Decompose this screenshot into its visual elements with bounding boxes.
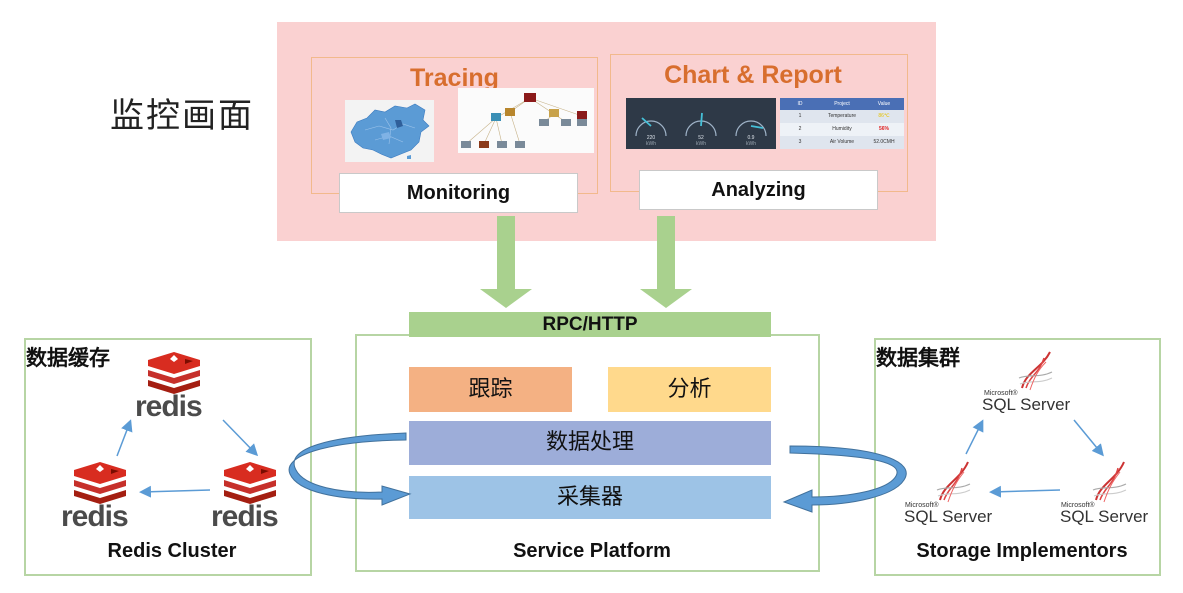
sql-vendor-label: Microsoft®: [1061, 502, 1095, 509]
tracing-heading: Tracing: [410, 64, 499, 92]
table-cell: 86℃: [878, 113, 890, 119]
sql-server-icon: [1018, 351, 1053, 391]
redis-icon: [224, 462, 276, 504]
redis-ring-arrows: [116, 419, 259, 498]
sql-product-label: SQL Server: [1060, 507, 1149, 526]
gauges-thumbnail: 220 kWh 52 kWh 0.9 kWh: [626, 98, 776, 149]
table-cell: 52.0CMH: [873, 139, 895, 145]
gauge-1-unit: kWh: [646, 141, 656, 147]
gauge-1-value: 220: [647, 135, 656, 141]
sql-server-node-left: Microsoft® SQL Server: [904, 456, 1004, 528]
table-cell: Temperature: [827, 113, 857, 119]
sql-server-icon: [1092, 461, 1127, 503]
collector-bar: 采集器: [409, 476, 771, 519]
gauge-3-unit: kWh: [746, 141, 756, 147]
table-cell: Air Volume: [829, 139, 855, 145]
redis-icon: [148, 352, 200, 394]
gauge-2-value: 52: [698, 135, 704, 141]
table-cell: 56%: [878, 126, 889, 132]
redis-node-top: redis: [132, 352, 222, 423]
chart-report-heading: Chart & Report: [664, 61, 842, 89]
redis-cluster-caption: Redis Cluster: [107, 540, 237, 562]
analyzing-button[interactable]: Analyzing: [639, 170, 878, 210]
cache-exchange-arrow: [288, 432, 412, 506]
storage-panel: [874, 338, 1161, 576]
report-table: ID Project Value 1 Temperature 86℃ 2 Hum…: [780, 98, 904, 149]
sql-product-label: SQL Server: [982, 395, 1071, 414]
sql-vendor-label: Microsoft®: [984, 390, 1018, 397]
sql-server-node-top: Microsoft® SQL Server: [982, 348, 1082, 414]
gauge-3-value: 0.9: [748, 135, 755, 141]
header-project: Project: [834, 101, 850, 107]
redis-node-right: redis: [210, 462, 300, 533]
table-cell: 3: [798, 139, 802, 145]
sql-server-icon: [936, 461, 971, 503]
table-cell: 1: [798, 113, 802, 119]
redis-icon: [74, 462, 126, 504]
header-id: ID: [797, 101, 803, 107]
table-row: 2 Humidity 56%: [780, 123, 904, 136]
topology-thumbnail: [458, 88, 594, 153]
header-value: Value: [877, 101, 891, 107]
redis-node-label: redis: [211, 500, 279, 533]
sql-product-label: SQL Server: [904, 507, 993, 526]
gauge-2-unit: kWh: [696, 141, 706, 147]
monitoring-button[interactable]: Monitoring: [339, 173, 578, 213]
down-arrows: [480, 216, 692, 308]
data-processing-bar: 数据处理: [409, 421, 771, 465]
table-row: 1 Temperature 86℃: [780, 110, 904, 123]
page-title: 监控画面: [110, 96, 254, 136]
service-platform-caption: Service Platform: [513, 540, 671, 562]
storage-caption: Storage Implementors: [916, 540, 1128, 562]
redis-node-label: redis: [61, 500, 129, 533]
down-arrow-monitoring: [480, 216, 532, 308]
down-arrow-analyzing: [640, 216, 692, 308]
redis-node-left: redis: [60, 462, 150, 533]
table-header: ID Project Value: [780, 98, 904, 110]
tracking-bar: 跟踪: [409, 367, 572, 412]
rpc-http-bar: RPC/HTTP: [409, 312, 771, 337]
table-cell: 2: [798, 126, 802, 132]
analysis-bar: 分析: [608, 367, 771, 412]
storage-ring-arrows: [965, 419, 1104, 498]
table-row: 3 Air Volume 52.0CMH: [780, 136, 904, 149]
cache-label: 数据缓存: [26, 346, 110, 370]
sql-vendor-label: Microsoft®: [905, 502, 939, 509]
sql-server-node-right: Microsoft® SQL Server: [1060, 456, 1160, 528]
table-cell: Humidity: [832, 126, 852, 132]
storage-label: 数据集群: [876, 346, 960, 370]
map-thumbnail: [345, 100, 434, 162]
storage-exchange-arrow: [782, 445, 907, 513]
redis-node-label: redis: [135, 390, 203, 423]
